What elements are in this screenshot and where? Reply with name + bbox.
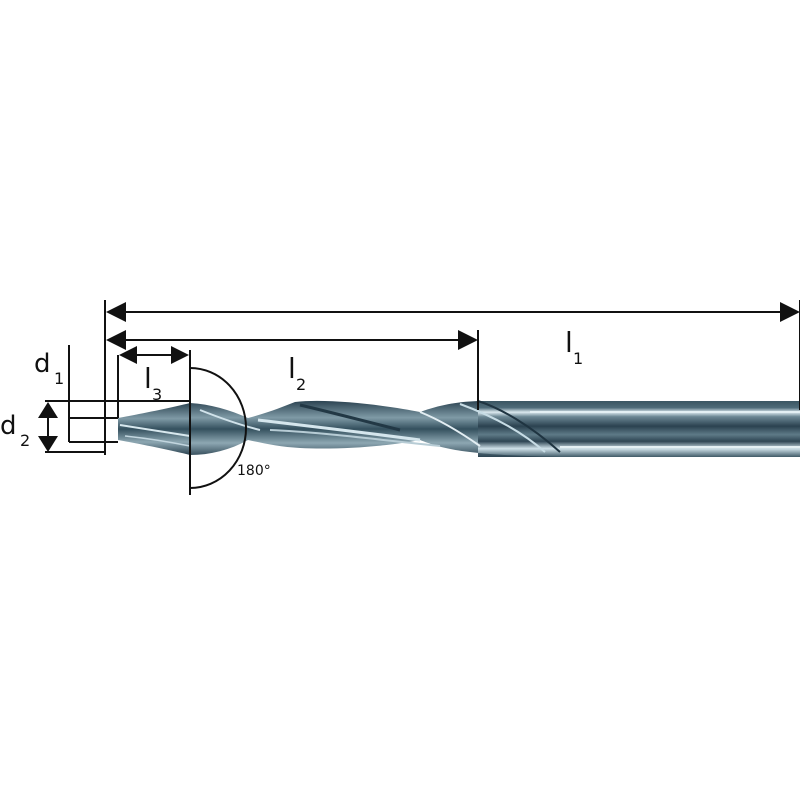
svg-text:3: 3 [152,385,162,404]
d2-arrow-up-icon [38,402,58,418]
l2-arrow-left-icon [106,330,126,350]
label-l2: l 2 [288,352,306,394]
svg-text:d: d [0,411,17,441]
svg-text:1: 1 [573,349,583,368]
label-l1: l 1 [565,326,583,368]
svg-text:2: 2 [296,375,306,394]
label-l3: l 3 [144,362,162,404]
l2-arrow-right-icon [458,330,478,350]
drill-fluted-body [190,400,561,457]
svg-text:l: l [565,326,573,359]
svg-text:l: l [144,362,152,395]
d2-arrow-down-icon [38,436,58,452]
svg-text:l: l [288,352,296,385]
l1-arrow-right-icon [780,302,800,322]
label-point-angle: 180° [237,463,271,479]
arrowheads [38,302,800,452]
label-d1: d 1 [34,349,64,388]
l3-arrow-right-icon [171,346,189,364]
l3-arrow-left-icon [119,346,137,364]
svg-text:1: 1 [54,369,64,388]
drill-pilot-tip [118,403,191,455]
l1-arrow-left-icon [106,302,126,322]
drill-shank [478,401,800,457]
svg-text:d: d [34,349,51,379]
svg-text:2: 2 [20,431,30,450]
dimension-lines [45,300,800,495]
label-d2: d 2 [0,411,30,450]
